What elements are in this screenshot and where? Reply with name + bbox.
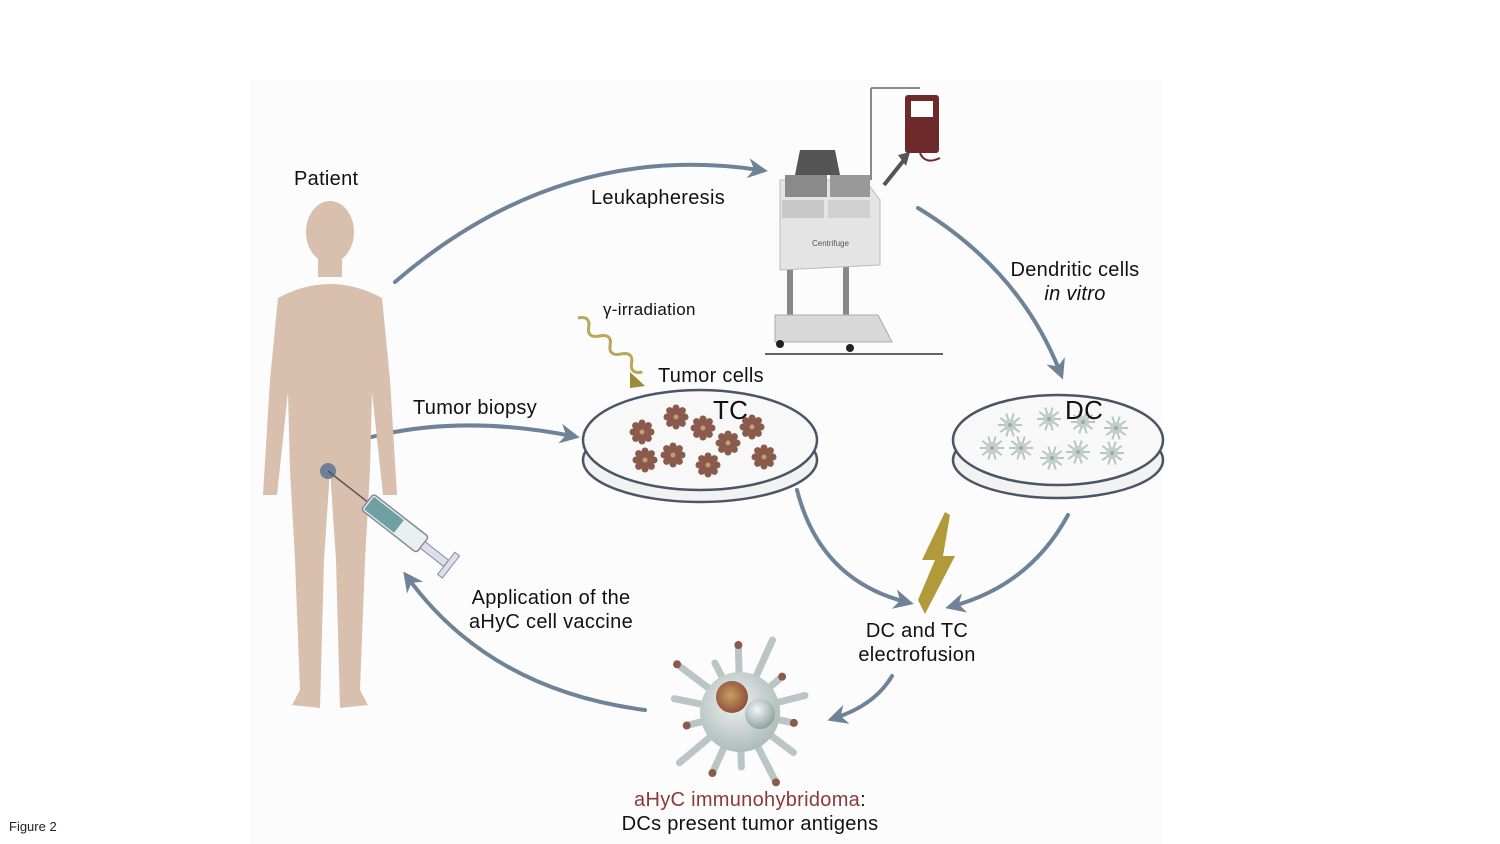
arrow-application [403, 571, 647, 712]
tumor-antigen [708, 769, 717, 778]
dendritic-cell [998, 413, 1022, 437]
tumor-cell-group [629, 404, 777, 478]
label-tc: TC [713, 395, 749, 425]
arrow-dc-to-fusion [945, 513, 1070, 613]
tumor-cell [660, 442, 686, 468]
lightning-icon [918, 512, 955, 614]
dendritic-cell [980, 436, 1004, 460]
label-dendritic-cells: Dendritic cells in vitro [1000, 258, 1150, 306]
tumor-antigen [772, 778, 781, 787]
tumor-cell [739, 414, 765, 440]
arrow-tc-to-fusion [795, 488, 914, 609]
centrifuge-label: Centrifuge [812, 239, 849, 248]
label-application-line1: Application of the [471, 587, 631, 609]
label-hybridoma: aHyC immunohybridoma: DCs present tumor … [590, 788, 910, 836]
label-leukapheresis: Leukapheresis [591, 187, 725, 209]
tumor-antigen [789, 718, 798, 727]
dendritic-cell [1104, 416, 1128, 440]
blood-bag-icon [905, 95, 941, 162]
label-gamma-irradiation: γ-irradiation [603, 300, 696, 319]
figure-caption: Figure 2 [9, 819, 57, 834]
tumor-cell [751, 444, 777, 470]
arrow-leukapheresis [393, 158, 768, 284]
label-tumor-biopsy: Tumor biopsy [413, 397, 538, 419]
label-electrofusion: DC and TC electrofusion [842, 619, 992, 667]
tumor-cells-dish [581, 388, 819, 504]
dendritic-cell [1066, 440, 1090, 464]
label-dendritic-line2: in vitro [1044, 283, 1106, 305]
tumor-cell [715, 430, 741, 456]
syringe-icon [327, 470, 461, 579]
label-electrofusion-line2: electrofusion [858, 644, 976, 666]
label-application-line2: aHyC cell vaccine [468, 611, 634, 633]
dendritic-cell [1040, 446, 1064, 470]
tumor-antigen [778, 672, 787, 681]
tumor-cell [695, 452, 721, 478]
label-dc: DC [1065, 395, 1104, 425]
dendritic-cell [1009, 436, 1033, 460]
centrifuge-machine [765, 87, 943, 355]
tumor-antigen [734, 641, 743, 650]
tumor-cell [690, 415, 716, 441]
dendritic-cells-dish [951, 393, 1165, 500]
label-electrofusion-line1: DC and TC [865, 620, 969, 642]
dendritic-cell-group [980, 407, 1128, 470]
tumor-antigen [673, 660, 682, 669]
label-hybridoma-colon: : [860, 789, 866, 811]
label-hybridoma-name: aHyC immunohybridoma [634, 789, 861, 811]
label-application: Application of the aHyC cell vaccine [450, 586, 652, 634]
hybridoma-cell [670, 636, 809, 787]
dendritic-cell [1071, 410, 1095, 434]
tumor-antigen [682, 721, 691, 730]
dendritic-cell [1100, 441, 1124, 465]
tumor-cell [629, 419, 655, 445]
patient-figure [263, 201, 397, 708]
dendritic-cell [1037, 407, 1061, 431]
label-tumor-cells: Tumor cells [658, 365, 764, 387]
tumor-cell [663, 404, 689, 430]
label-patient: Patient [294, 168, 359, 190]
arrow-dendritic-cells [916, 206, 1065, 380]
arrow-fusion-to-hybridoma [827, 674, 894, 724]
label-dendritic-line1: Dendritic cells [1010, 259, 1140, 281]
tumor-cell [632, 447, 658, 473]
label-hybridoma-line2: DCs present tumor antigens [621, 813, 879, 835]
gamma-irradiation-icon [577, 316, 643, 374]
